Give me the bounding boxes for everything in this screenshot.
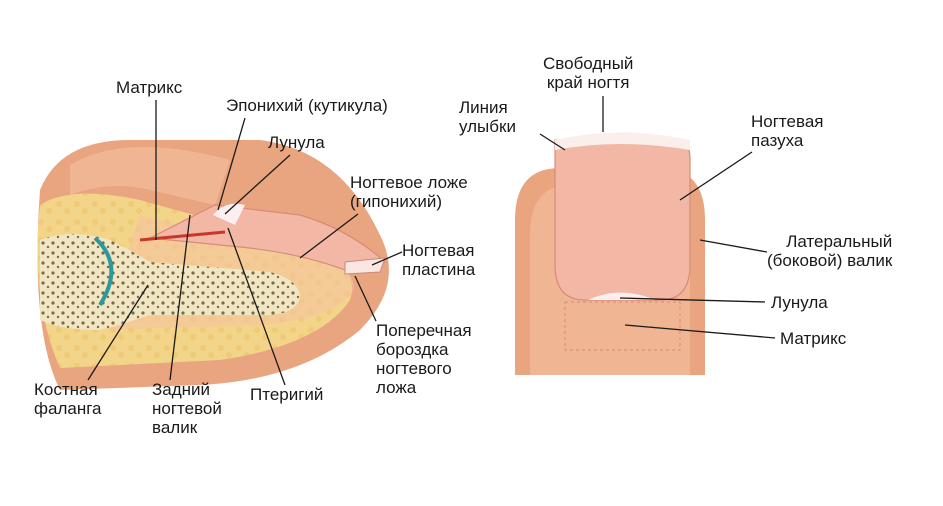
label-top-smile-line: Линия улыбки xyxy=(459,98,516,136)
label-top-matrix: Матрикс xyxy=(780,329,846,348)
label-top-free-edge: Свободный край ногтя xyxy=(543,54,633,92)
label-side-eponychium: Эпонихий (кутикула) xyxy=(226,96,388,115)
label-side-nail-bed: Ногтевое ложе (гипонихий) xyxy=(350,173,468,211)
label-top-lunula: Лунула xyxy=(771,293,828,312)
label-top-lateral-fold: Латеральный (боковой) валик xyxy=(767,232,892,270)
nail-plate-top xyxy=(555,140,690,300)
label-side-lunula: Лунула xyxy=(268,133,325,152)
label-top-nail-sinus: Ногтевая пазуха xyxy=(751,112,823,150)
finger-top-view xyxy=(515,133,705,376)
label-side-pterygium: Птеригий xyxy=(250,385,323,404)
label-side-matrix: Матрикс xyxy=(116,78,182,97)
label-side-nail-plate: Ногтевая пластина xyxy=(402,241,475,279)
label-side-bone-phalanx: Костная фаланга xyxy=(34,380,102,418)
label-side-transverse-furrow: Поперечная бороздка ногтевого ложа xyxy=(376,321,472,397)
label-side-posterior-fold: Задний ногтевой валик xyxy=(152,380,222,437)
finger-side-section xyxy=(38,140,389,390)
